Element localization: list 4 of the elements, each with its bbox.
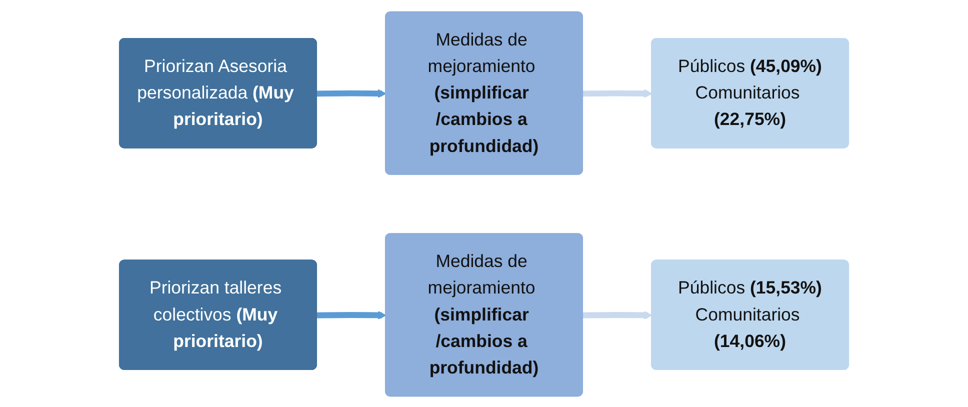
arrow: [316, 310, 386, 320]
arrow: [316, 88, 386, 98]
arrow: [582, 310, 652, 320]
arrow: [582, 88, 652, 98]
